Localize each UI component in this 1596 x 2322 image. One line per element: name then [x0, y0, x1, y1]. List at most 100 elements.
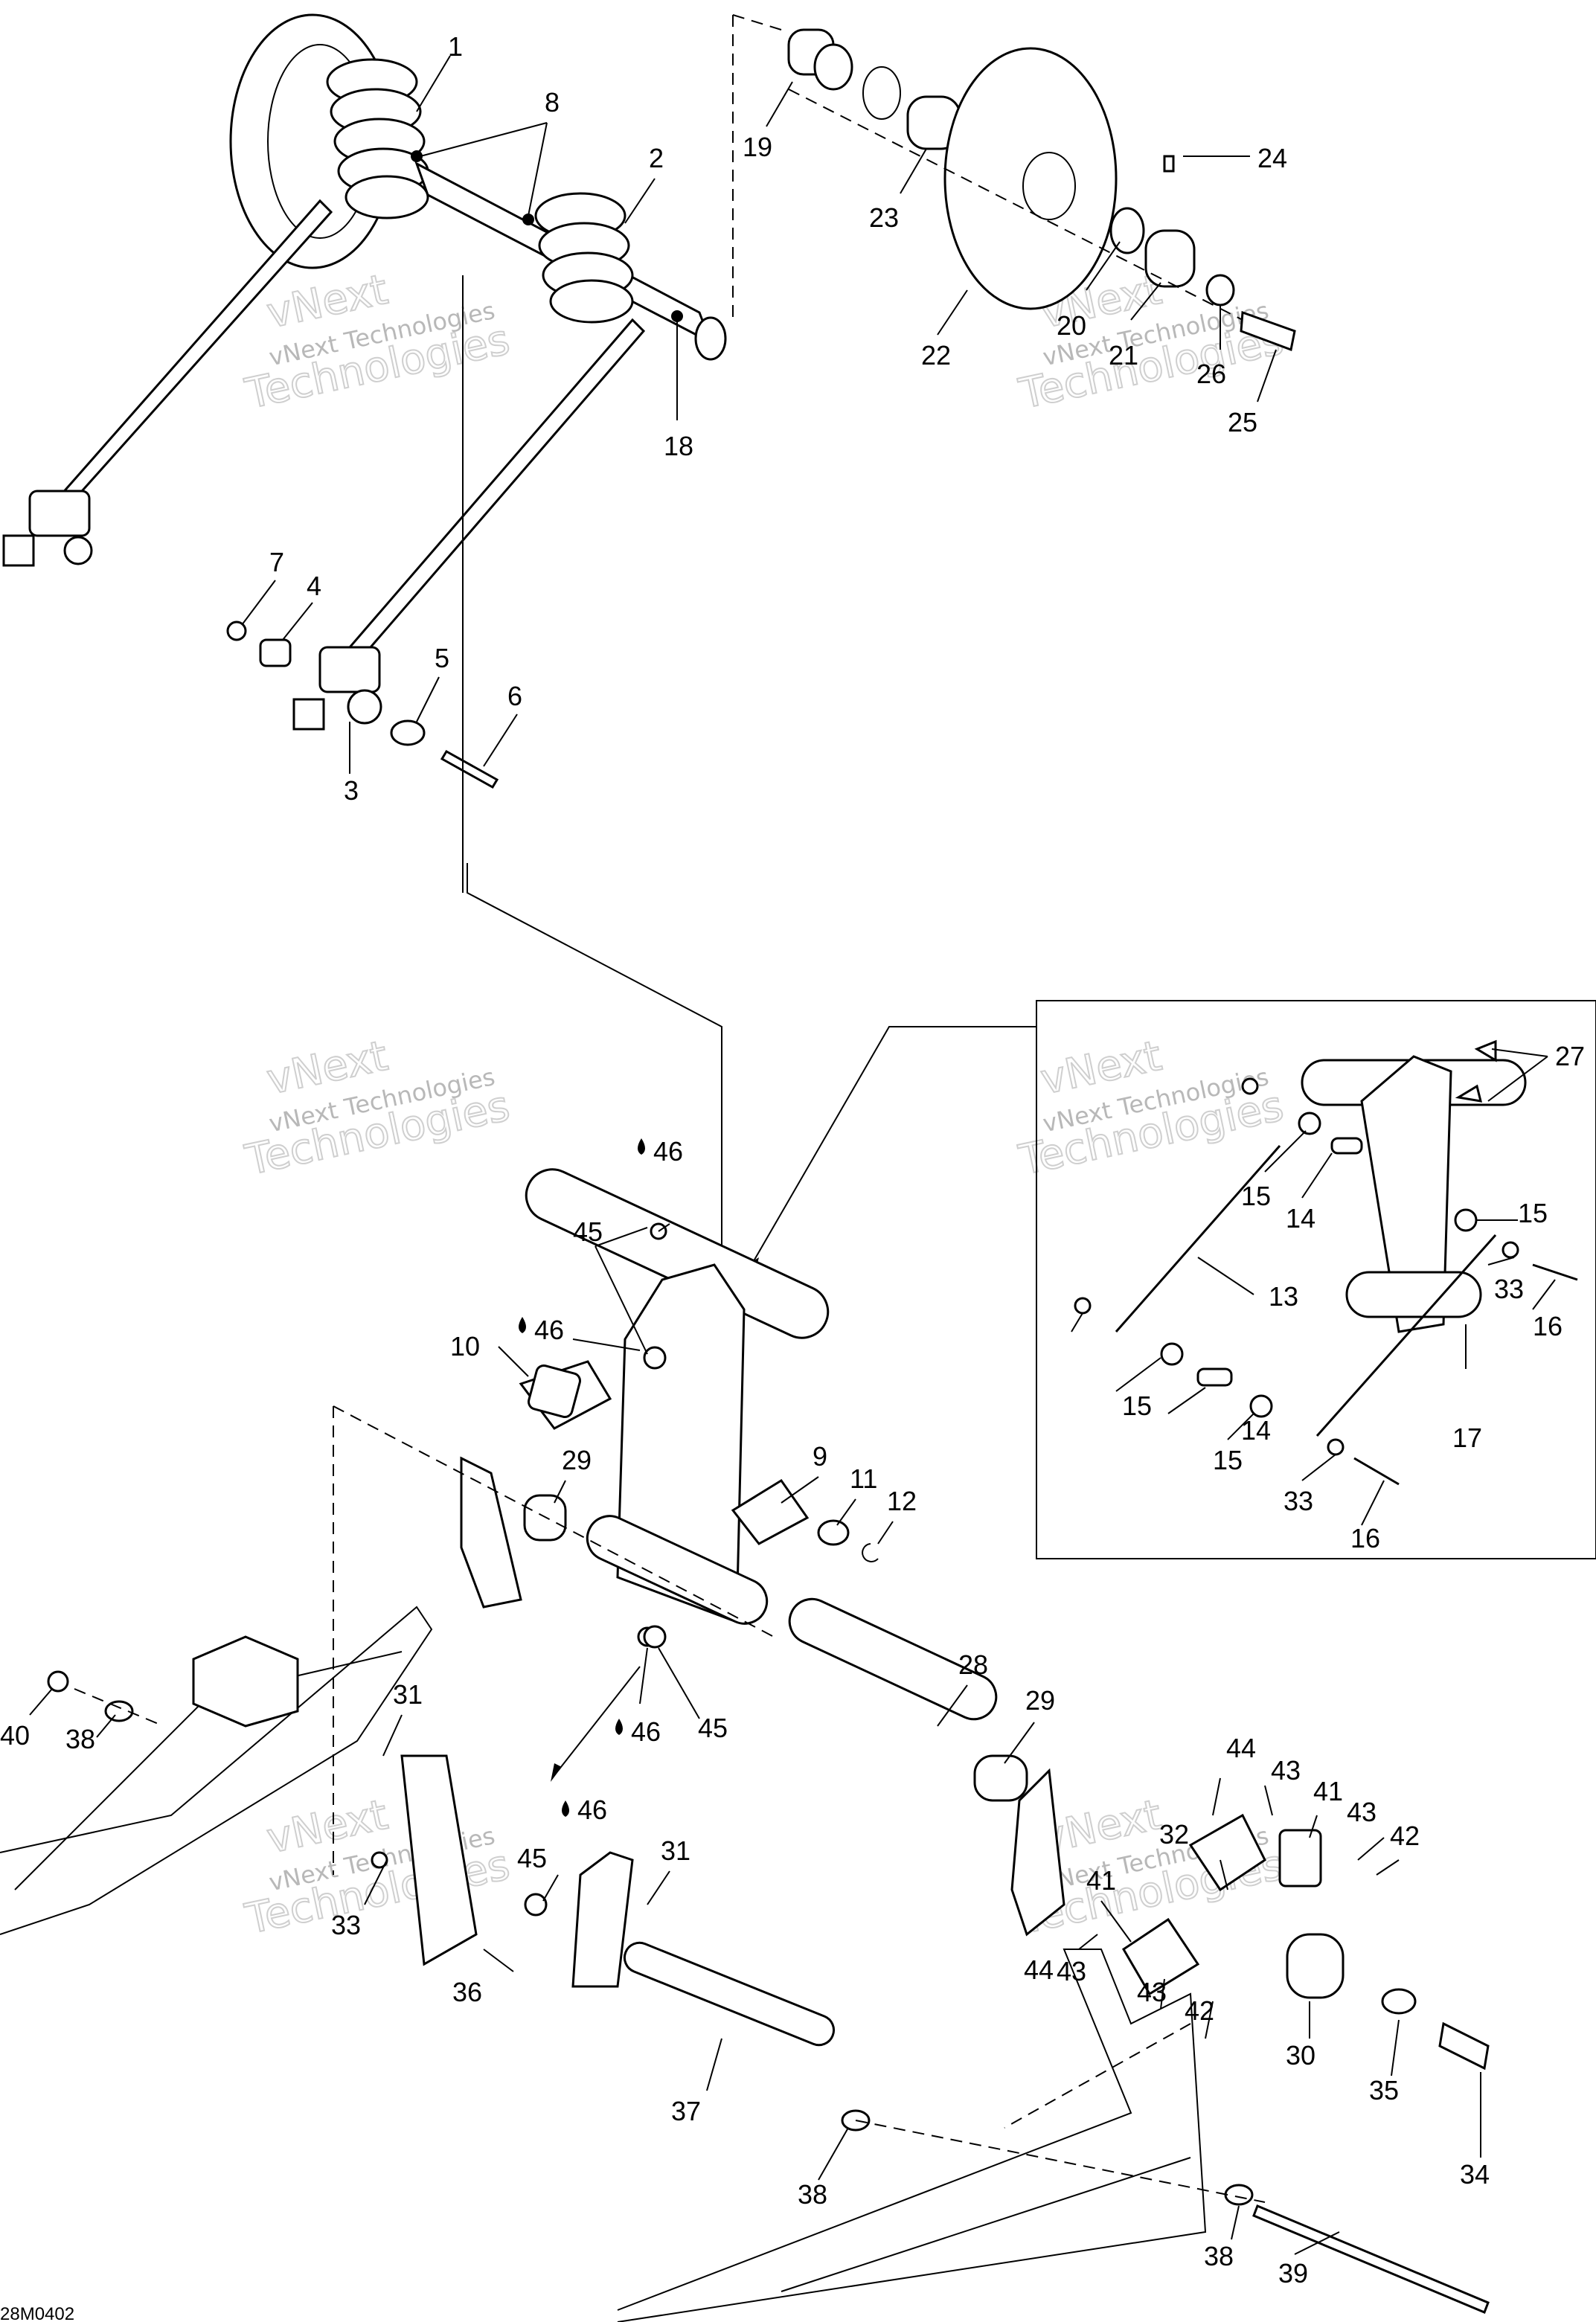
callout-43b: 43	[1347, 1797, 1377, 1827]
callout-43c: 43	[1057, 1956, 1086, 1986]
callout-14a: 14	[1286, 1203, 1315, 1234]
callout-31b: 31	[661, 1835, 690, 1866]
callout-22: 22	[921, 340, 951, 371]
rod-13a-drawing	[1115, 1145, 1281, 1332]
oil-drop-icon	[519, 1317, 526, 1333]
fitting-45b-drawing	[643, 1625, 667, 1649]
idler-wheel-assembly	[787, 28, 1296, 352]
callout-33b: 33	[1283, 1486, 1313, 1516]
callout-38b: 38	[798, 2179, 827, 2210]
callout-38c: 38	[1204, 2241, 1234, 2271]
callout-40: 40	[0, 1720, 30, 1751]
callout-45a: 45	[573, 1216, 603, 1247]
callout-25: 25	[1228, 407, 1257, 437]
rail-left-drawing	[0, 1606, 433, 1935]
callout-15b: 15	[1518, 1198, 1548, 1228]
bracket-left-drawing	[460, 1456, 522, 1609]
adjuster-right-drawing	[292, 646, 382, 731]
callout-33c: 33	[331, 1910, 361, 1940]
screw-6-drawing	[440, 749, 499, 789]
callout-1: 1	[448, 31, 463, 62]
detail-inset-frame	[1036, 1000, 1596, 1559]
cross-tube-upper-drawing	[525, 1168, 830, 1339]
rod-13b-drawing	[1315, 1234, 1497, 1437]
block-left-drawing	[192, 1635, 299, 1728]
callout-45b: 45	[698, 1713, 728, 1743]
rear-arm-assembly	[0, 1405, 1490, 2322]
callout-44b: 44	[1024, 1954, 1054, 1985]
callout-26: 26	[1196, 359, 1226, 389]
oil-drop-icon	[638, 1138, 645, 1155]
callout-2: 2	[649, 143, 664, 173]
callout-7: 7	[269, 547, 284, 577]
spring-2-drawing	[534, 192, 634, 324]
callout-3: 3	[344, 775, 359, 806]
callout-15d: 15	[1213, 1445, 1243, 1475]
callout-43d: 43	[1137, 1977, 1167, 2007]
idler-wheel-22-drawing	[943, 47, 1118, 310]
washer-11-drawing	[817, 1519, 850, 1546]
spring-1-drawing	[326, 58, 429, 219]
callout-43a: 43	[1271, 1755, 1301, 1786]
shaft-28-drawing	[788, 1597, 998, 1721]
bushing-30-drawing	[1286, 1933, 1345, 1999]
bushing-29b-drawing	[973, 1754, 1028, 1802]
callout-14b: 14	[1241, 1415, 1271, 1446]
rail-right-drawing	[617, 1949, 1207, 2322]
oil-drop-icon	[562, 1800, 569, 1817]
callout-35: 35	[1369, 2075, 1399, 2105]
washer-38c-drawing	[1224, 2184, 1254, 2206]
callout-32: 32	[1159, 1819, 1189, 1850]
shaft-end-drawing	[694, 316, 727, 361]
block-41-drawing	[1278, 1829, 1322, 1888]
callout-6: 6	[507, 681, 522, 711]
bolt-39-drawing	[1252, 2204, 1490, 2314]
nut-7-drawing	[226, 620, 247, 641]
nut-40-drawing	[47, 1670, 69, 1693]
callout-16a: 16	[1533, 1311, 1563, 1341]
callout-44a: 44	[1226, 1733, 1256, 1763]
fitting-45-drawing	[524, 1893, 548, 1917]
callout-17: 17	[1452, 1423, 1482, 1453]
ring-20-drawing	[1109, 207, 1145, 254]
cross-tube-lower-drawing	[586, 1515, 769, 1625]
callout-29a: 29	[562, 1445, 592, 1475]
callout-42b: 42	[1185, 1995, 1214, 2026]
callout-8: 8	[545, 87, 560, 118]
callout-16b: 16	[1350, 1523, 1380, 1553]
callout-37: 37	[671, 2096, 701, 2126]
inset-arm-assembly	[1074, 1039, 1578, 1486]
callout-46a: 46	[653, 1136, 683, 1167]
callout-42a: 42	[1390, 1821, 1420, 1851]
grub-24-drawing	[1163, 155, 1175, 173]
callout-15c: 15	[1122, 1391, 1152, 1421]
washer-26-drawing	[1205, 274, 1235, 307]
callout-11: 11	[850, 1463, 877, 1494]
callout-13: 13	[1269, 1281, 1298, 1312]
callout-12: 12	[887, 1486, 917, 1516]
callout-29b: 29	[1025, 1685, 1055, 1716]
stopper-9-drawing	[731, 1478, 810, 1545]
callout-27: 27	[1555, 1041, 1585, 1071]
bracket-36-drawing	[400, 1754, 478, 1966]
callout-23: 23	[869, 202, 899, 233]
callout-4: 4	[307, 571, 321, 601]
shaft-37-drawing	[623, 1941, 836, 2047]
callout-10: 10	[450, 1331, 480, 1362]
circlip-drawing	[862, 66, 901, 120]
bracket-right-drawing	[1010, 1768, 1065, 1937]
callout-15a: 15	[1241, 1181, 1271, 1211]
bolt-34-drawing	[1438, 2021, 1490, 2071]
oil-drop-icon	[615, 1719, 623, 1735]
washer-38a-drawing	[104, 1700, 134, 1722]
washer-35-drawing	[1381, 1988, 1417, 2015]
callout-9: 9	[813, 1441, 827, 1472]
callout-41b: 41	[1086, 1865, 1116, 1896]
spring-assembly	[2, 13, 727, 789]
drawing-code: 28M0402	[0, 2304, 74, 2322]
callout-24: 24	[1257, 143, 1287, 173]
bracket-36b-drawing	[571, 1851, 634, 1988]
rocker-arm-assembly	[460, 1168, 879, 1647]
spacer-21-drawing	[1144, 229, 1196, 288]
washer-5-drawing	[390, 719, 426, 746]
